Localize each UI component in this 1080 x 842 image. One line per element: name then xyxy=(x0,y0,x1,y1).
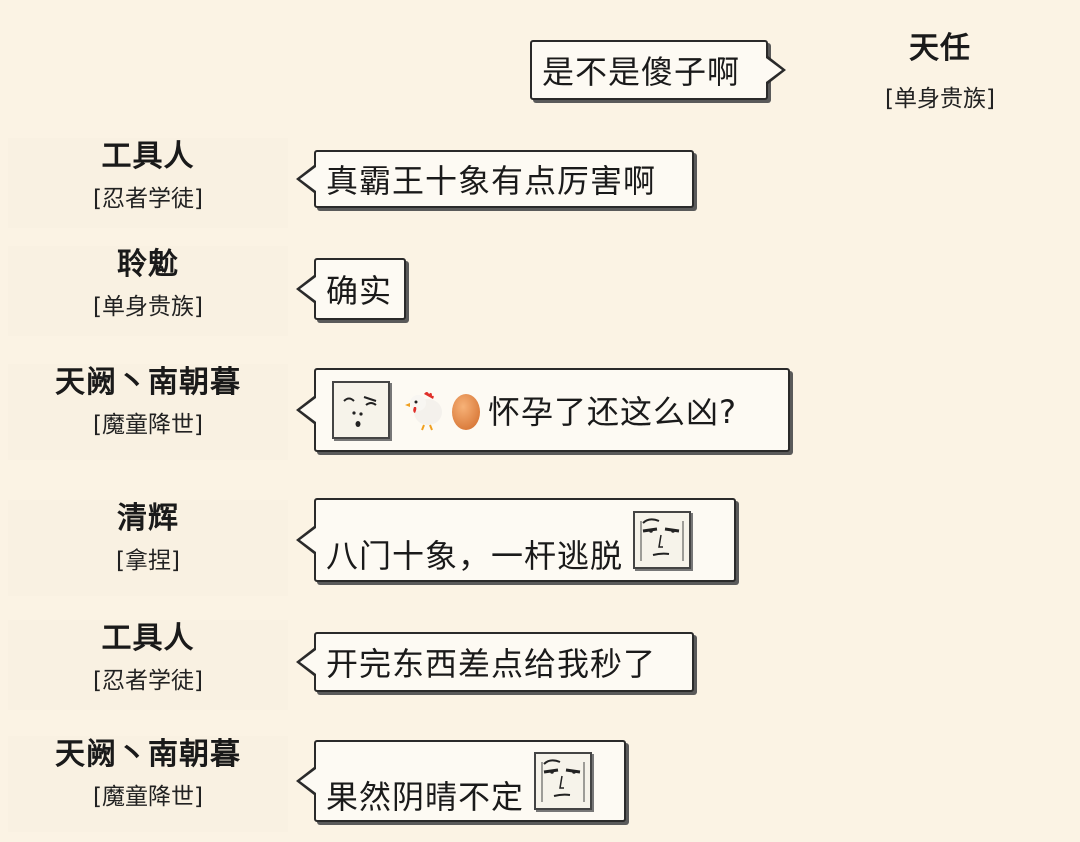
message-text: 开完东西差点给我秒了 xyxy=(326,645,657,683)
sender-name[interactable]: 聆魀 xyxy=(117,247,179,282)
sender-title: [魔童降世] xyxy=(93,412,203,438)
message-row: 聆魀 [单身贵族] 确实 xyxy=(0,240,1080,340)
sender-info: 天阙丶南朝暮 [魔童降世] xyxy=(8,736,288,832)
sender-name[interactable]: 天任 xyxy=(909,31,971,66)
message-bubble[interactable]: 是不是傻子啊 xyxy=(530,40,786,100)
egg-icon xyxy=(450,388,482,432)
sender-title: [忍者学徒] xyxy=(93,186,203,212)
sender-title: [魔童降世] xyxy=(93,784,203,810)
sender-info: 工具人 [忍者学徒] xyxy=(8,620,288,710)
message-row: 工具人 [忍者学徒] 开完东西差点给我秒了 xyxy=(0,612,1080,712)
message-bubble[interactable]: 确实 xyxy=(296,258,406,320)
sender-title: [单身贵族] xyxy=(885,86,995,112)
message-bubble[interactable]: 真霸王十象有点厉害啊 xyxy=(296,150,694,208)
sender-name[interactable]: 清辉 xyxy=(117,501,179,536)
smirk-face-sticker xyxy=(534,752,593,810)
sender-info: 天阙丶南朝暮 [魔童降世] xyxy=(8,364,288,460)
sender-title: [忍者学徒] xyxy=(93,668,203,694)
doubt-face-sticker xyxy=(332,381,390,439)
message-text: 八门十象，一杆逃脱 xyxy=(326,537,624,575)
message-row: 是不是傻子啊 天任 [单身贵族] xyxy=(0,0,1080,130)
message-text: 确实 xyxy=(326,272,393,310)
sender-info: 聆魀 [单身贵族] xyxy=(8,246,288,336)
sender-title: [拿捏] xyxy=(116,548,180,574)
sender-info: 清辉 [拿捏] xyxy=(8,500,288,596)
message-row: 天阙丶南朝暮 [魔童降世] xyxy=(0,360,1080,470)
message-text: 果然阴晴不定 xyxy=(326,778,525,816)
sender-name[interactable]: 工具人 xyxy=(101,139,195,174)
sender-name[interactable]: 天阙丶南朝暮 xyxy=(55,365,241,400)
message-text: 真霸王十象有点厉害啊 xyxy=(326,162,657,200)
chicken-icon xyxy=(402,388,446,432)
sender-name[interactable]: 天阙丶南朝暮 xyxy=(55,737,241,772)
message-text: 是不是傻子啊 xyxy=(542,53,741,91)
message-bubble[interactable]: 开完东西差点给我秒了 xyxy=(296,632,694,692)
message-bubble[interactable]: 怀孕了还这么凶? xyxy=(296,368,790,452)
message-text: 怀孕了还这么凶? xyxy=(488,393,737,431)
smirk-face-sticker xyxy=(633,511,692,569)
sender-title: [单身贵族] xyxy=(93,294,203,320)
message-bubble[interactable]: 果然阴晴不定 xyxy=(296,740,626,822)
sender-name[interactable]: 工具人 xyxy=(101,621,195,656)
message-row: 工具人 [忍者学徒] 真霸王十象有点厉害啊 xyxy=(0,130,1080,230)
sender-info: 工具人 [忍者学徒] xyxy=(8,138,288,228)
sender-info: 天任 [单身贵族] xyxy=(810,30,1070,114)
message-bubble[interactable]: 八门十象，一杆逃脱 xyxy=(296,498,736,582)
message-row: 清辉 [拿捏] 八门十象，一杆逃脱 xyxy=(0,490,1080,600)
message-row: 天阙丶南朝暮 [魔童降世] 果然阴晴不定 xyxy=(0,730,1080,842)
